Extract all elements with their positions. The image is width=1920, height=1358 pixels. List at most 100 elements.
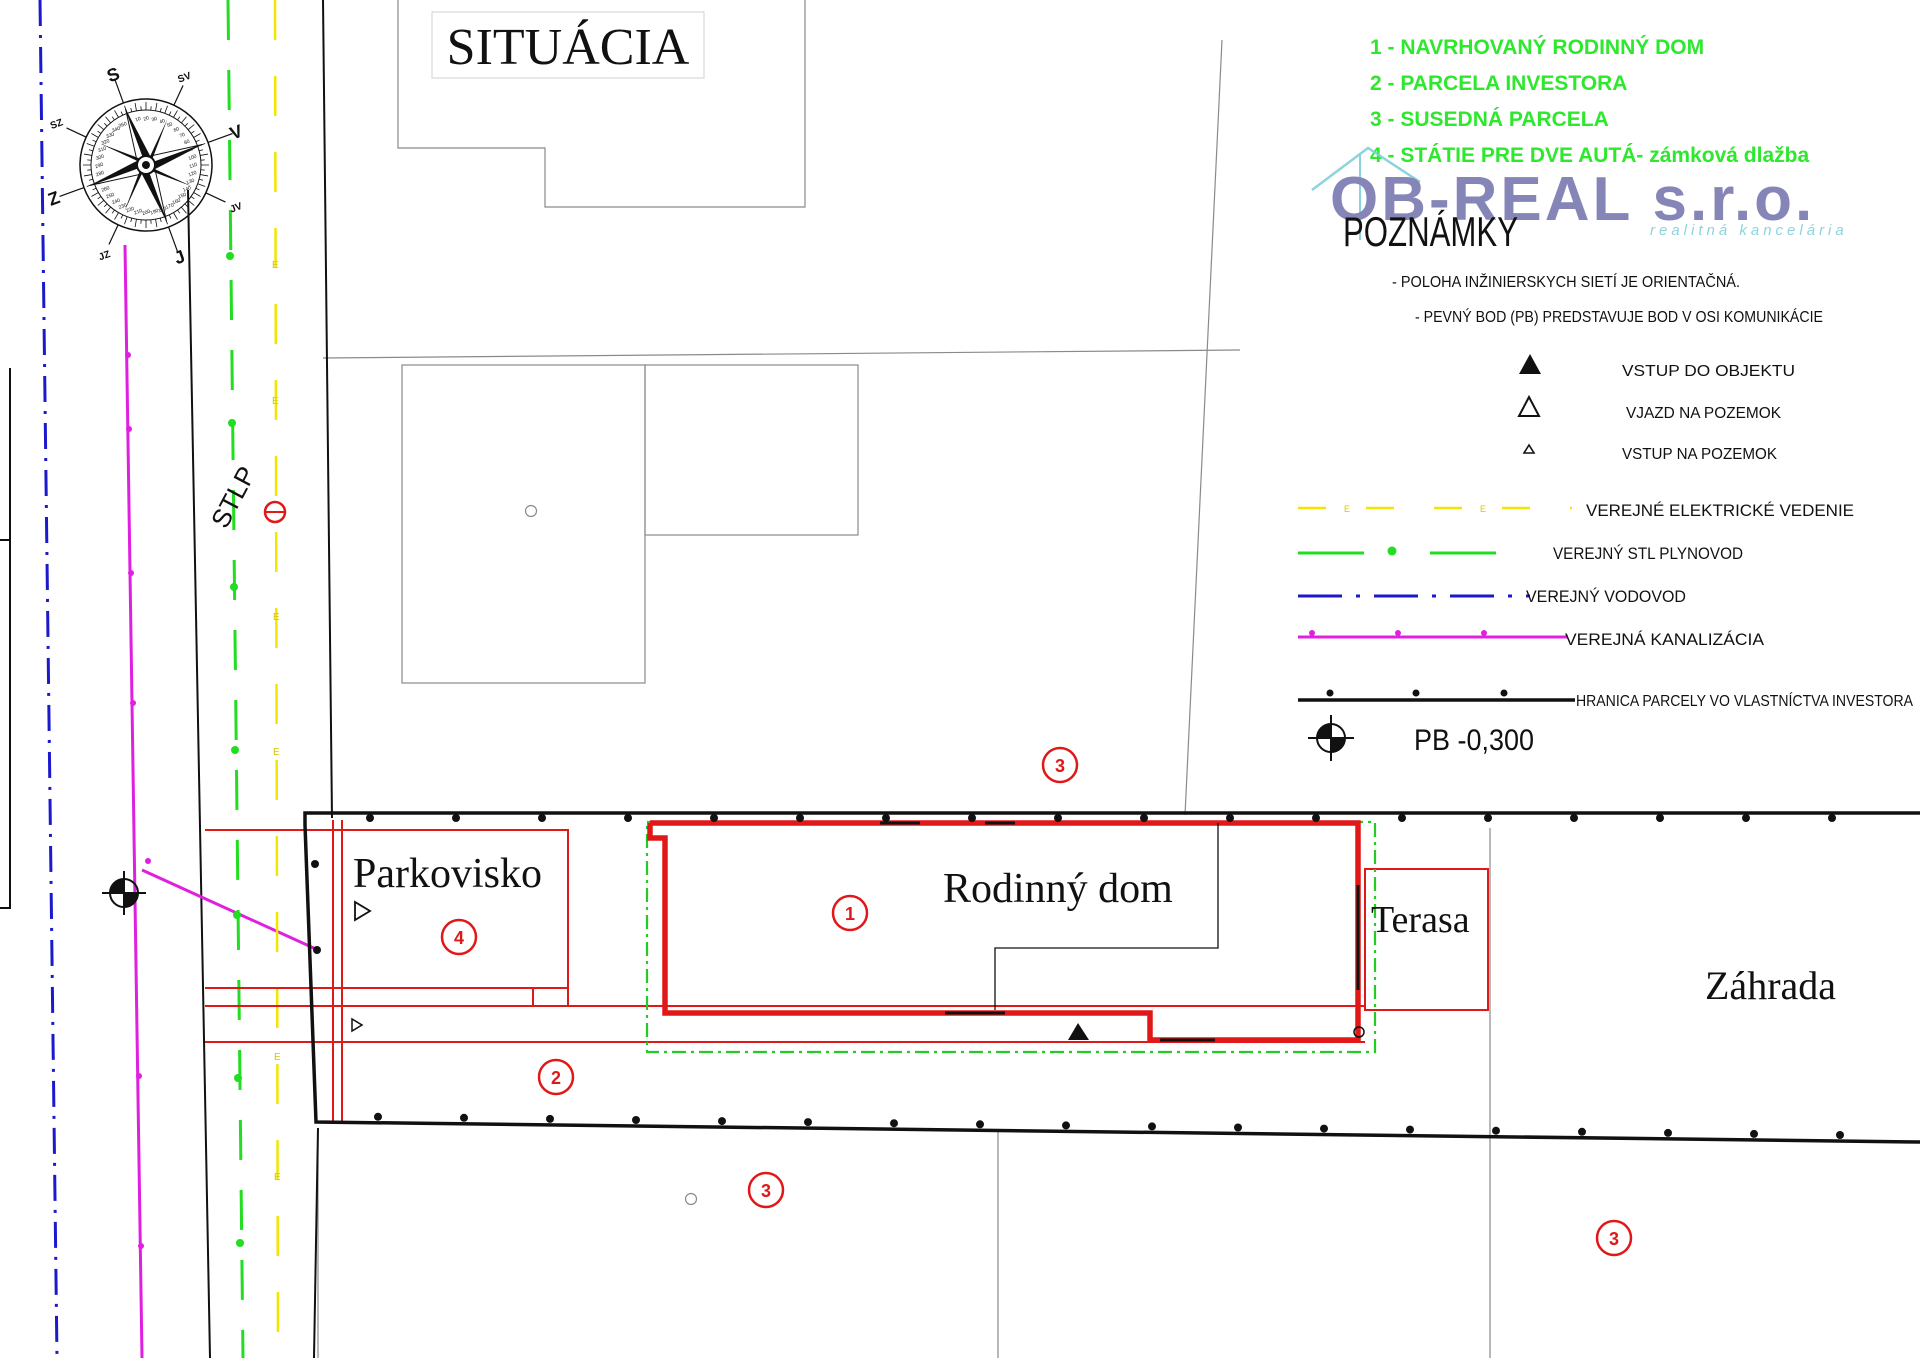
boundary-dot [718,1117,726,1126]
compass-tick [87,169,92,171]
symbol-label-2: VJAZD NA POZEMOK [1626,405,1781,422]
compass-tick [103,203,108,207]
boundary-dot [968,814,976,822]
compass-tick [130,107,133,112]
compass-tick [134,102,137,111]
boundary-dot [796,814,804,822]
page-title: SITUÁCIA [447,18,690,76]
compass-degree-label: 350 [118,121,128,130]
compass-tick [105,116,111,124]
legend-gas-node [1387,546,1397,556]
symbol-label-3: VSTUP NA POZEMOK [1622,446,1777,463]
legend-sewer-node [1481,630,1487,636]
marker-circle [1595,1219,1633,1257]
utility-sewer-main [123,244,319,1358]
marker-number: 4 [454,928,464,948]
compass-tick [97,130,102,134]
gas-node [226,252,234,260]
compass-tick [134,219,137,228]
boundary-dot [1398,814,1406,822]
sewer-node [125,352,131,358]
compass-degree-label: 310 [97,146,107,155]
notes-section: POZNÁMKY - POLOHA INŽINIERSKYCH SIETÍ JE… [1343,208,1823,326]
compass-degree-label: 200 [141,209,151,218]
compass-degree-label: 10 [135,116,142,124]
vjazd-symbol [354,900,372,922]
boundary-dot [1484,814,1492,822]
compass-degree-label: 110 [189,162,199,170]
compass-tick [199,149,204,152]
marker-neighbor-north: 3 [1041,746,1079,784]
compass-degree-label: 330 [105,131,115,140]
marker-house: 1 [831,894,869,932]
compass-degree-label: 130 [186,178,196,187]
sewer-connection [141,868,319,952]
boundary-dot [1836,1131,1844,1139]
point-marker [684,1192,698,1206]
compass-tick [200,164,210,166]
legend-electric-marker: E [1480,504,1486,514]
boundary-dot [1226,814,1234,822]
compass-tick [190,130,195,134]
compass-degree-label: 280 [95,170,105,179]
compass-tick [195,139,200,143]
compass-degree-label: 80 [183,139,190,147]
utility-gas-main [226,0,245,1358]
sewer-node [136,1073,142,1079]
electric-marker: E [274,1172,281,1183]
gas-line [226,0,245,1358]
compass-tick [181,206,187,214]
legend-item-2: 2 - PARCELA INVESTORA [1370,72,1627,95]
boundary-dot [1570,814,1578,822]
legend-boundary-label: HRANICA PARCELY VO VLASTNÍCTVA INVESTORA [1576,691,1913,710]
legend-item-4: 4 - STÁTIE PRE DVE AUTÁ- zámková dlažba [1370,144,1809,167]
compass-degree-label: 220 [125,206,135,215]
compass-needles [59,78,233,252]
boundary-dot [1148,1122,1156,1131]
compass-degree-label: 190 [150,208,160,217]
boundary-dot [546,1114,554,1123]
boundary-dot [710,814,718,822]
compass-tick [190,196,195,200]
compass-tick [155,219,158,228]
north-building-outline [397,0,806,208]
logo-roof-icon [1311,146,1421,191]
compass-tick [92,139,97,143]
compass-tick [88,149,93,152]
compass-tick [97,196,102,200]
pb-symbol-fill [1331,738,1345,752]
compass-tick [177,116,181,121]
compass-needle [59,187,85,198]
boundary-dot [1312,814,1320,822]
sewer-node [126,426,132,432]
neighbor-building-outlines [317,0,1491,1358]
compass-tick [187,200,195,206]
compass-needle [108,224,119,245]
boundary-dot [452,814,460,822]
fixed-point-fill [110,879,124,893]
compass-center-dot [142,161,150,169]
legend-boundary-dot [1500,689,1508,697]
compass-tick [105,206,111,214]
legend-sewer: VEREJNÁ KANALIZÁCIA [1298,630,1765,649]
electric-marker: E [273,612,280,623]
compass-tick [145,219,147,229]
boundary-dot [804,1118,812,1127]
compass-tick [91,192,99,197]
compass-tick [197,183,206,187]
legend-gas-label: VEREJNÝ STL PLYNOVOD [1553,544,1743,563]
compass-tick [120,214,124,219]
compass-degree-label: 140 [182,185,192,194]
compass-degree-label: 150 [177,192,187,201]
boundary-dot [374,1112,382,1121]
compass-tick [82,164,92,166]
compass-letter: JZ [97,249,112,263]
sewer-node [128,570,134,576]
compass-tick [86,143,95,147]
boundary-dot [311,860,319,868]
sewer-node [138,1243,144,1249]
compass-tick [150,106,152,111]
boundary-dot [313,946,321,954]
vstup-objekt-symbol [1068,1023,1089,1040]
